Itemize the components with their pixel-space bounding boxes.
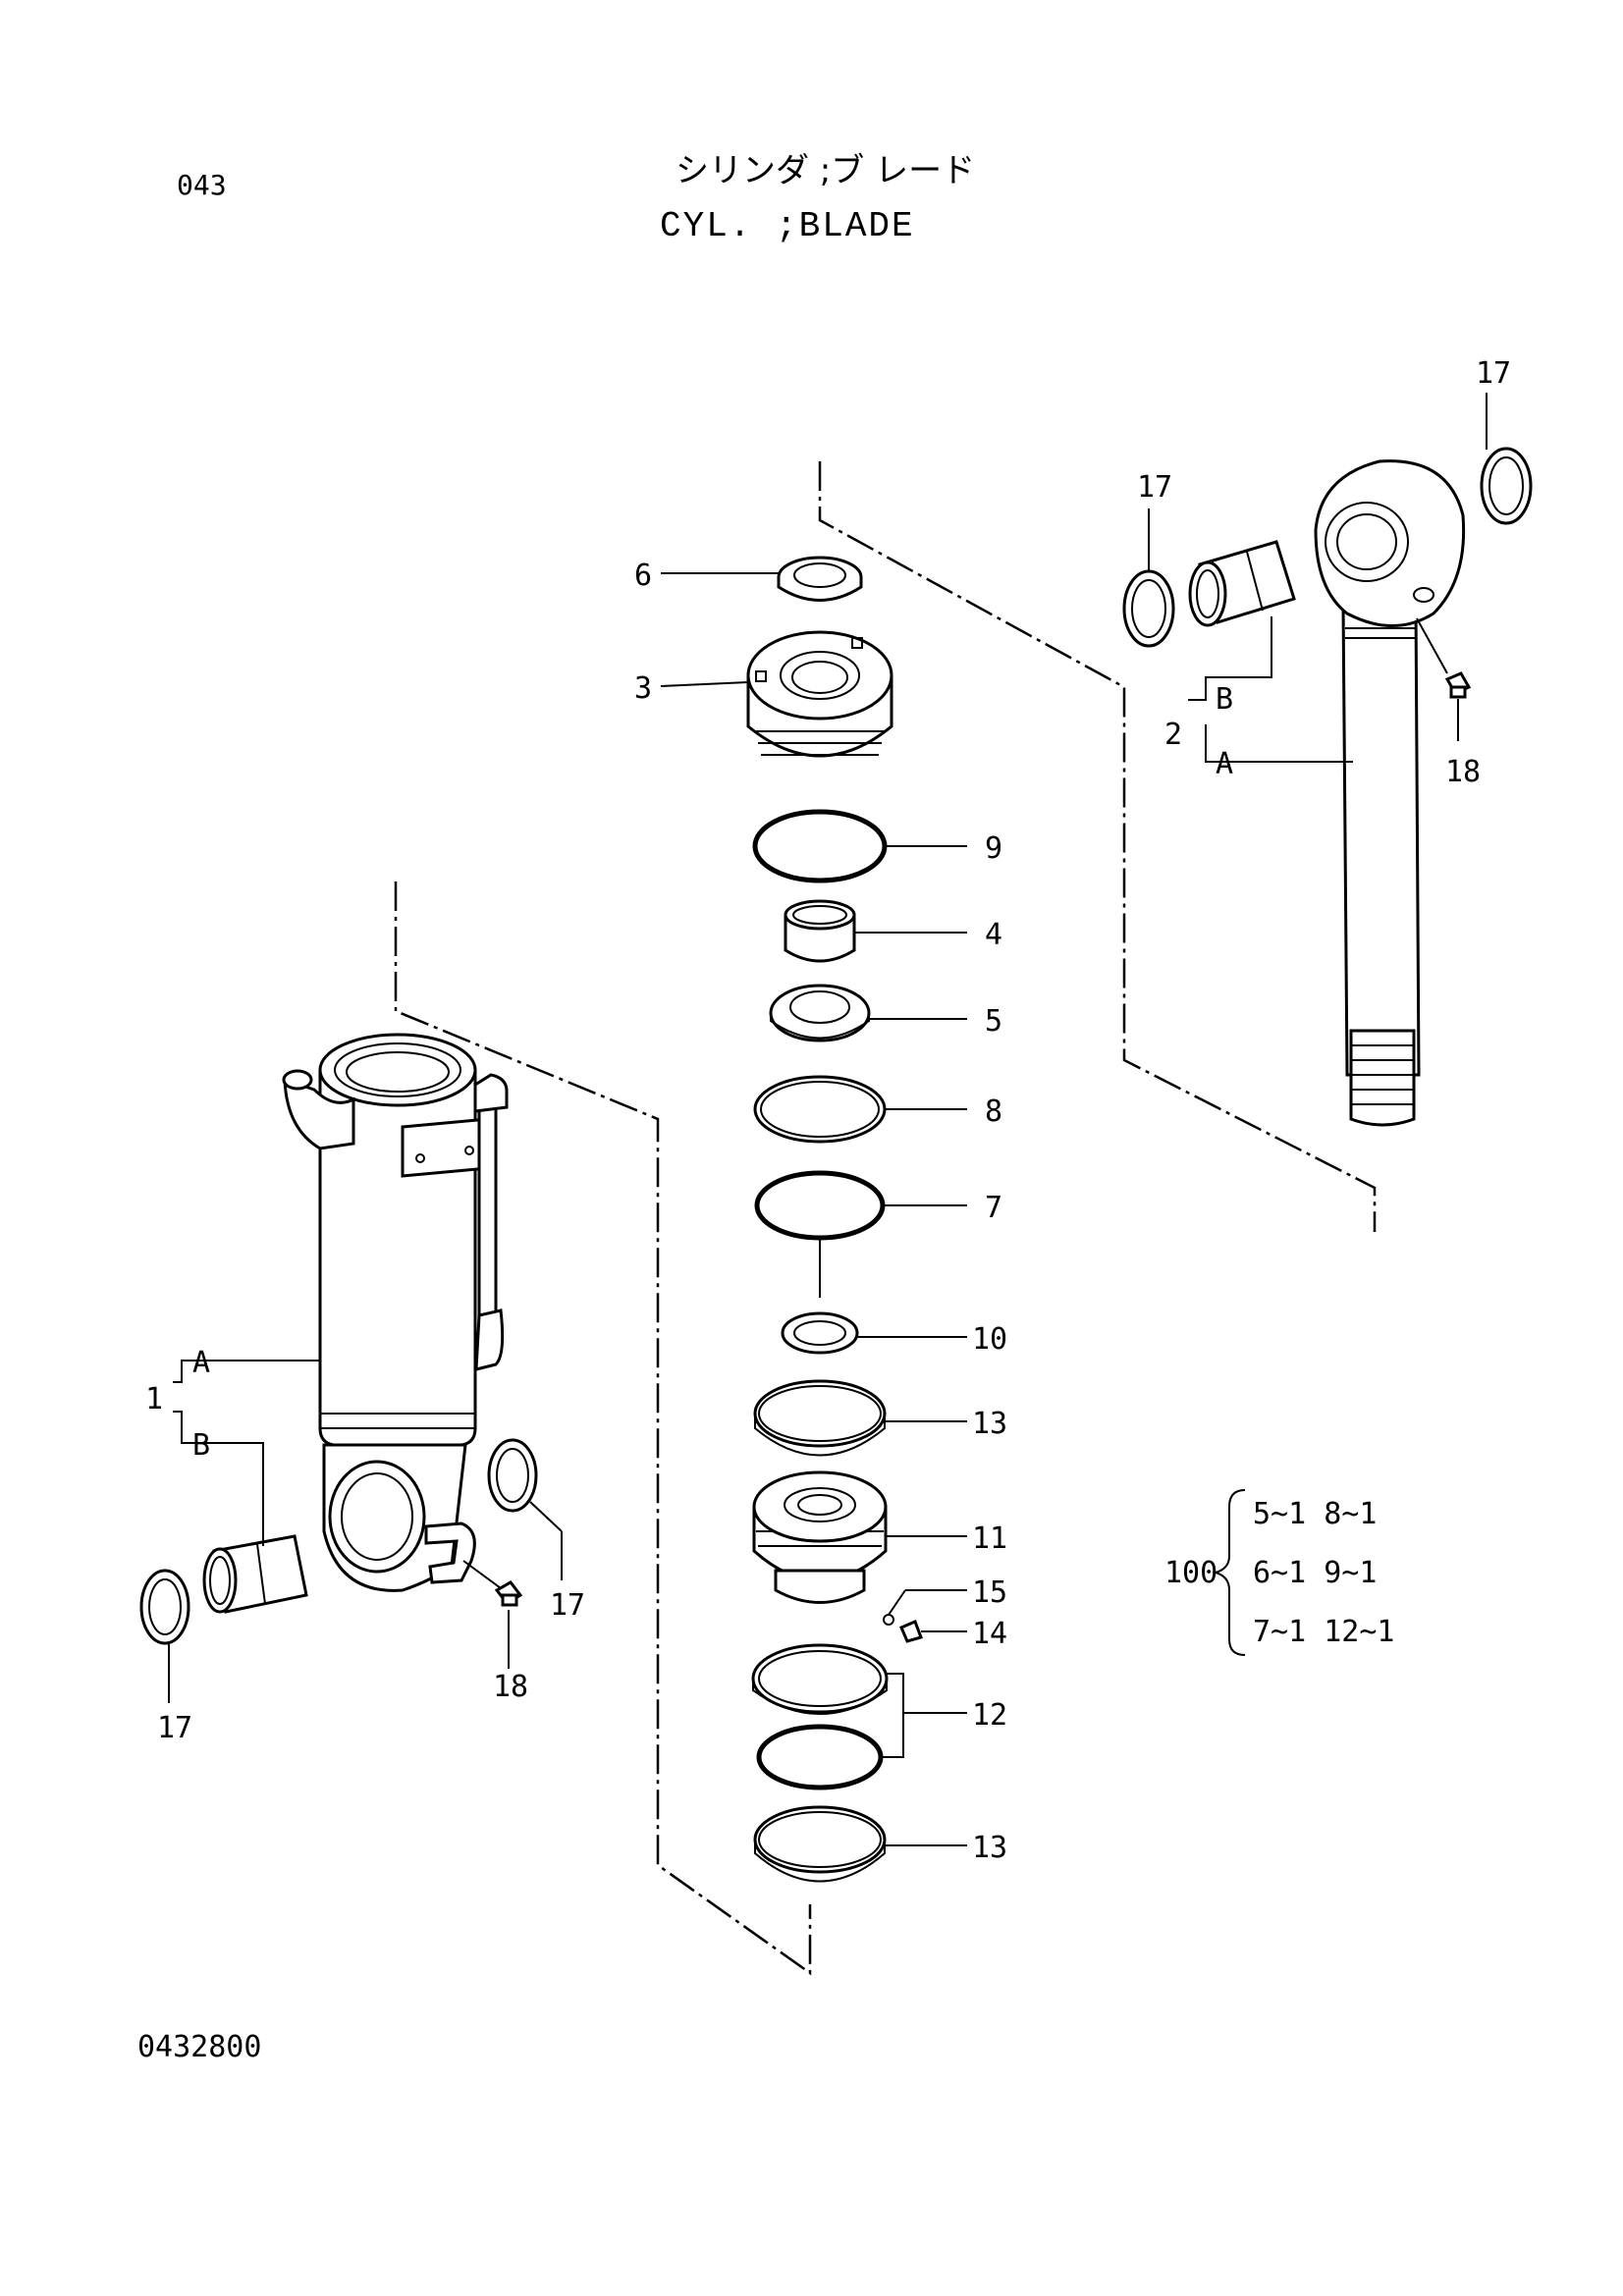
callout-17-rod-right: 17 [1476, 356, 1511, 391]
title-japanese: シリンダ ;ブ レード [676, 151, 976, 190]
tube-bushing [202, 1534, 308, 1614]
tube-assembly-guide-line [394, 881, 812, 1976]
callout-18-tube: 18 [493, 1670, 528, 1704]
callout-10: 10 [972, 1322, 1007, 1357]
piston-rod [1314, 459, 1466, 1127]
callout-12: 12 [972, 1698, 1007, 1733]
cylinder-tube [282, 1033, 509, 1592]
seal-kit-12-o-ring [756, 1724, 884, 1790]
callout-18-rod: 18 [1445, 755, 1481, 789]
page-number: 043 [177, 169, 227, 201]
callout-7: 7 [985, 1191, 1002, 1225]
callout-6: 6 [634, 559, 652, 593]
callout-13-lower: 13 [972, 1831, 1007, 1865]
callout-1a: A [192, 1346, 210, 1380]
callout-11: 11 [972, 1522, 1007, 1556]
callout-14: 14 [972, 1617, 1007, 1651]
callout-13-upper: 13 [972, 1407, 1007, 1441]
callout-1b: B [192, 1428, 210, 1463]
slide-ring-13-upper [753, 1379, 887, 1457]
callout-17-tube-left: 17 [157, 1711, 192, 1745]
callout-15: 15 [972, 1575, 1007, 1610]
backup-ring-8 [753, 1075, 887, 1144]
piston-11 [752, 1470, 888, 1604]
set-screw-14 [899, 1620, 923, 1643]
seal-10 [781, 1311, 859, 1355]
o-ring-9 [752, 809, 888, 883]
callout-2a: A [1216, 747, 1233, 781]
callout-5: 5 [985, 1004, 1002, 1039]
rod-assembly-guide-line [818, 461, 1377, 1232]
callout-9: 9 [985, 831, 1002, 866]
cylinder-head [746, 630, 893, 758]
tube-seal-ring-left [139, 1569, 190, 1645]
callout-2b: B [1216, 682, 1233, 717]
title-english: CYL. ;BLADE [660, 206, 915, 246]
callout-3: 3 [634, 671, 652, 706]
callout-4: 4 [985, 918, 1002, 952]
rod-seal-ring-left [1122, 569, 1175, 648]
kit-line-2: 6~1 9~1 [1253, 1556, 1377, 1590]
packing-5 [769, 984, 871, 1042]
rod-grease-nipple [1444, 671, 1472, 699]
o-ring-7 [754, 1170, 886, 1241]
callout-17-rod-left: 17 [1137, 470, 1172, 505]
rod-seal-ring-right [1480, 447, 1533, 525]
tube-grease-nipple [462, 1560, 523, 1607]
kit-number: 100 [1164, 1556, 1217, 1590]
tube-seal-ring-right [487, 1438, 538, 1513]
bushing-4 [784, 899, 856, 963]
rod-bushing [1188, 540, 1296, 627]
callout-17-tube-right: 17 [550, 1588, 585, 1623]
callout-2: 2 [1164, 718, 1182, 752]
callout-8: 8 [985, 1095, 1002, 1129]
seal-kit-12-ring [751, 1643, 889, 1715]
callout-1: 1 [145, 1382, 163, 1416]
kit-line-3: 7~1 12~1 [1253, 1615, 1395, 1649]
kit-line-1: 5~1 8~1 [1253, 1497, 1377, 1531]
drawing-number: 0432800 [137, 2030, 262, 2064]
slide-ring-13-lower [753, 1805, 887, 1883]
dust-seal [777, 556, 863, 602]
steel-ball-15 [883, 1614, 894, 1626]
